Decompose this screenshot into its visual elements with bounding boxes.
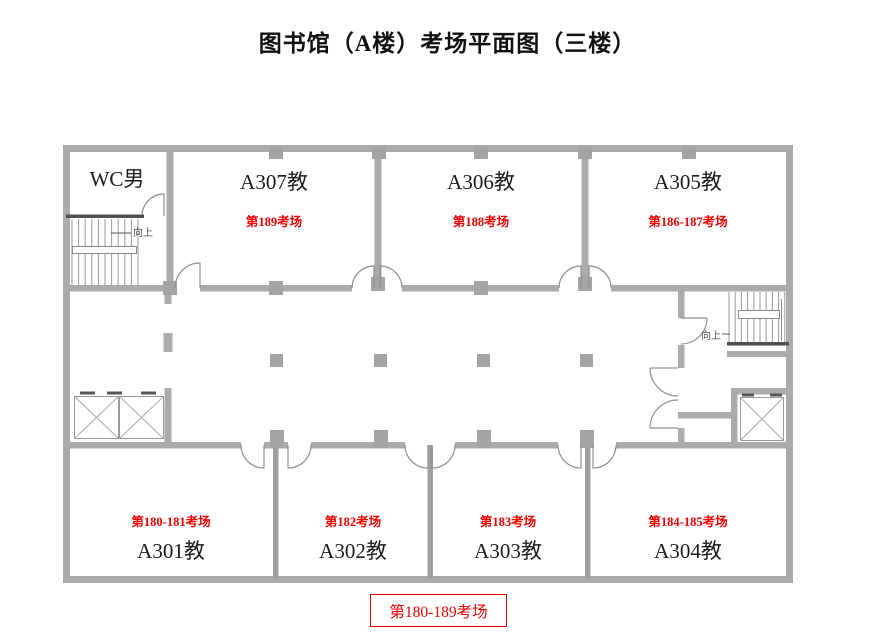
bottom-room-dividers [273,445,591,578]
stairs-left [66,214,144,286]
door-a305 [588,265,612,289]
page-title: 图书馆（A楼）考场平面图（三楼） [258,31,637,56]
room-label-wc: WC男 [89,167,145,191]
elevator-bank-left [74,391,164,439]
door-corridor-right-bottom [649,399,679,429]
door-right-stair [680,317,708,345]
wall-a301-a302 [273,445,279,578]
exam-label-a306: 第188考场 [452,215,510,229]
room-label-a301: A301教 [137,539,205,563]
door-a303-right [557,444,582,469]
door-a301 [240,444,265,469]
door-a303-left [431,444,456,469]
exam-label-a301: 第180-181考场 [131,515,211,529]
door-a302-right [404,444,429,469]
room-label-a306: A306教 [447,170,515,194]
exam-label-a303: 第183考场 [479,515,537,529]
stairs-up-label-right: 向上 [701,331,721,342]
wall-a303-a304 [585,445,591,578]
stair-edge-top-left [66,214,144,218]
door-a306-left [379,265,403,289]
exam-range-label: 第180-189考场 [389,603,488,621]
wall-a306-a305 [581,148,589,288]
stair-landing-left [72,246,137,254]
wall-a302-a303 [427,445,433,578]
elevator-x-icon [74,396,119,439]
elevator-x-icon [740,397,784,441]
exam-label-a304: 第184-185考场 [648,515,728,529]
stairs-right [722,292,789,346]
outer-wall [63,145,793,583]
exam-label-a305: 第186-187考场 [648,215,728,229]
room-label-a305: A305教 [654,170,722,194]
elevator-x-icon [119,396,164,439]
stair-landing-right [738,310,780,319]
door-wc [141,193,165,217]
door-a302-left [287,444,312,469]
door-corridor-right-top [649,367,679,397]
exam-label-a302: 第182考场 [324,515,382,529]
room-label-a304: A304教 [654,539,722,563]
door-a304 [592,444,617,469]
door-a306-right [558,265,582,289]
door-a307-right [351,265,375,289]
exam-range-box: 第180-189考场 [370,594,507,627]
wall-wc-a307 [166,148,174,288]
stairs-up-label-left: 向上 [133,228,153,239]
door-arcs [141,193,708,469]
room-label-a307: A307教 [240,170,308,194]
door-a307 [174,262,201,289]
elevator-right [740,393,784,441]
room-label-a302: A302教 [319,539,387,563]
exam-label-a307: 第189考场 [245,215,303,229]
stair-edge-bottom-right [727,342,789,346]
wall-a307-a306 [374,148,382,288]
room-label-a303: A303教 [474,539,542,563]
